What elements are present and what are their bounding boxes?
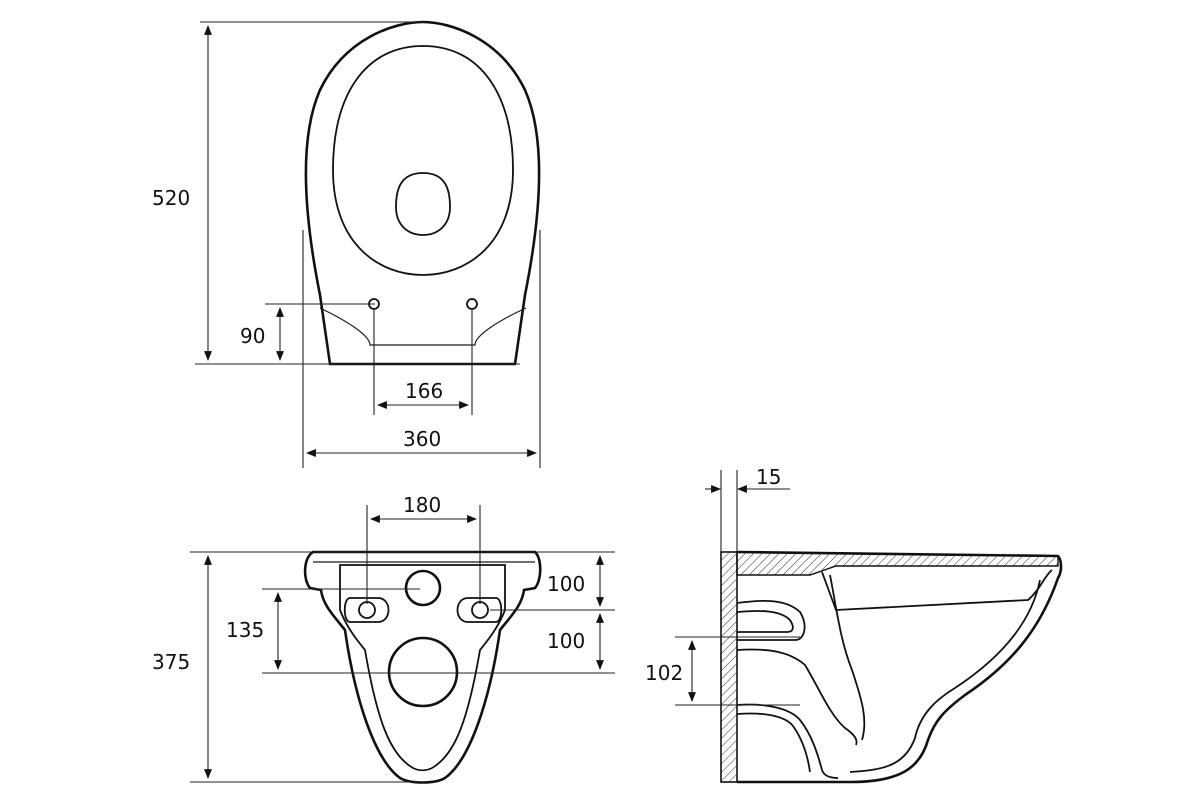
top-mount-hole-right — [466, 298, 478, 310]
side-upper-channel — [736, 599, 806, 641]
side-outer-outline — [736, 550, 1063, 784]
side-outlet-channel — [736, 648, 858, 746]
dim-166-label: 166 — [405, 379, 443, 403]
top-view: 520 90 166 360 — [152, 20, 541, 468]
dim-520-label: 520 — [152, 186, 190, 210]
back-mount-hole-left — [358, 601, 376, 619]
top-seat-edge — [319, 307, 527, 346]
back-mount-slot-left — [343, 597, 390, 623]
side-bowl-shell-outer — [849, 579, 1041, 773]
back-view: 180 375 135 100 100 — [152, 493, 615, 784]
side-view: 15 102 — [645, 465, 1063, 784]
back-waste-outlet — [387, 636, 459, 708]
dim-102-label: 102 — [645, 661, 683, 685]
dim-180-label: 180 — [403, 493, 441, 517]
dim-135-label: 135 — [226, 618, 264, 642]
side-bowl-inner — [821, 569, 1053, 611]
side-outlet-channel-lower — [736, 703, 839, 779]
dim-375-label: 375 — [152, 650, 190, 674]
dim-100-lower-label: 100 — [547, 629, 585, 653]
side-rim-section — [736, 551, 1059, 576]
dim-100-upper-label: 100 — [547, 572, 585, 596]
dim-360-label: 360 — [403, 427, 441, 451]
top-inner-seat — [332, 45, 514, 276]
back-mount-slot-right — [456, 597, 503, 623]
side-bowl-shell — [829, 574, 866, 741]
dim-90-label: 90 — [240, 324, 265, 348]
top-outer-outline — [304, 20, 541, 366]
back-water-inlet — [404, 569, 442, 607]
side-flange — [720, 551, 738, 783]
back-outer-outline — [303, 550, 542, 784]
dim-15-label: 15 — [756, 465, 781, 489]
side-upper-channel-inner — [736, 610, 794, 633]
top-bowl-opening — [395, 172, 451, 236]
back-inner-outline — [339, 564, 506, 772]
back-mount-hole-right — [471, 601, 489, 619]
side-outlet-channel-inner — [736, 712, 811, 773]
